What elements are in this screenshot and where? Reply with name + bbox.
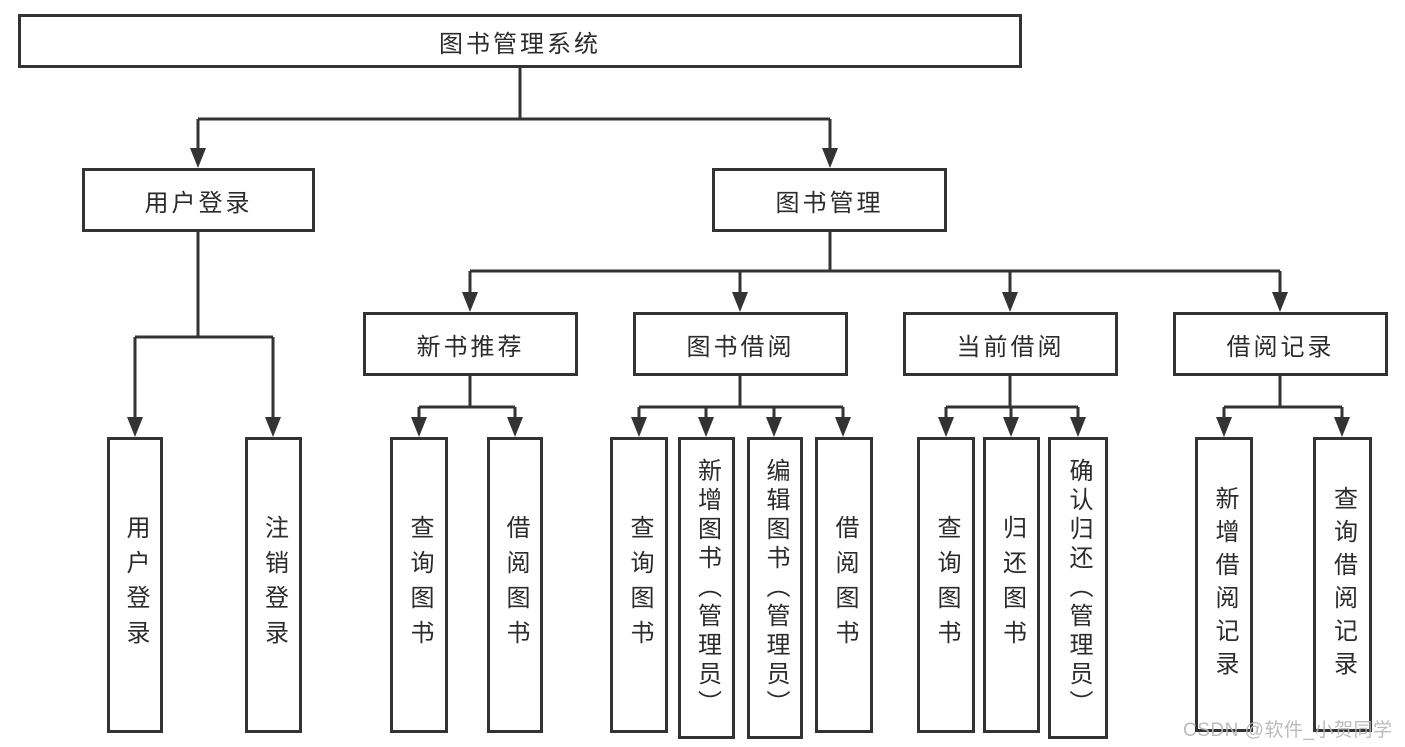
arrow-icon [127, 417, 143, 437]
csdn-watermark: CSDN @软件_小贺同学 [1183, 720, 1393, 741]
arrow-icon [698, 417, 714, 437]
edge-root-to-level2 [196, 68, 832, 150]
leaf-add-books-admin: 新增图书（管理员） [678, 437, 735, 739]
leaf-query-borrow-record: 查询借阅记录 [1313, 437, 1372, 732]
arrow-icon [462, 292, 478, 312]
leaf-edit-books-admin: 编辑图书（管理员） [747, 437, 803, 739]
edge-borrow-records-to-leaves [1222, 376, 1344, 420]
leaf-confirm-return-admin: 确认归还（管理员） [1048, 437, 1108, 739]
arrow-icon [265, 417, 281, 437]
edge-book-mgmt-to-level3 [468, 232, 1282, 294]
arrow-icon [507, 417, 523, 437]
arrow-icon [631, 417, 647, 437]
arrow-icon [1334, 417, 1350, 437]
arrow-icon [822, 148, 838, 168]
arrow-icon [732, 292, 748, 312]
arrow-icon [1003, 417, 1019, 437]
edge-current-borrow-to-leaves [944, 376, 1080, 420]
leaf-query-books-current: 查询图书 [917, 437, 975, 733]
arrow-icon [835, 417, 851, 437]
leaf-logout: 注销登录 [245, 437, 302, 733]
arrow-icon [1070, 417, 1086, 437]
node-user-login: 用户登录 [82, 168, 315, 232]
leaf-borrow-books-borrowing: 借阅图书 [815, 437, 873, 733]
leaf-query-books-recommendation: 查询图书 [390, 437, 448, 733]
node-new-book-recommendation: 新书推荐 [363, 312, 578, 376]
edge-new-book-rec-to-leaves [417, 376, 517, 420]
leaf-add-borrow-record: 新增借阅记录 [1195, 437, 1253, 732]
arrow-icon [766, 417, 782, 437]
leaf-return-books: 归还图书 [983, 437, 1040, 733]
edge-book-borrow-to-leaves [637, 376, 845, 420]
arrow-icon [411, 417, 427, 437]
arrow-icon [190, 148, 206, 168]
arrow-icon [1002, 292, 1018, 312]
edge-user-login-to-leaves [133, 232, 275, 420]
arrow-icon [1216, 417, 1232, 437]
node-borrowing-records: 借阅记录 [1173, 312, 1388, 376]
leaf-user-login: 用户登录 [107, 437, 163, 733]
leaf-borrow-books-recommendation: 借阅图书 [487, 437, 543, 733]
node-book-borrowing: 图书借阅 [633, 312, 848, 376]
node-library-management-system: 图书管理系统 [18, 14, 1022, 68]
node-current-borrowing: 当前借阅 [903, 312, 1118, 376]
node-book-management: 图书管理 [712, 168, 947, 232]
arrow-icon [938, 417, 954, 437]
leaf-query-books-borrowing: 查询图书 [610, 437, 668, 733]
arrow-icon [1272, 292, 1288, 312]
